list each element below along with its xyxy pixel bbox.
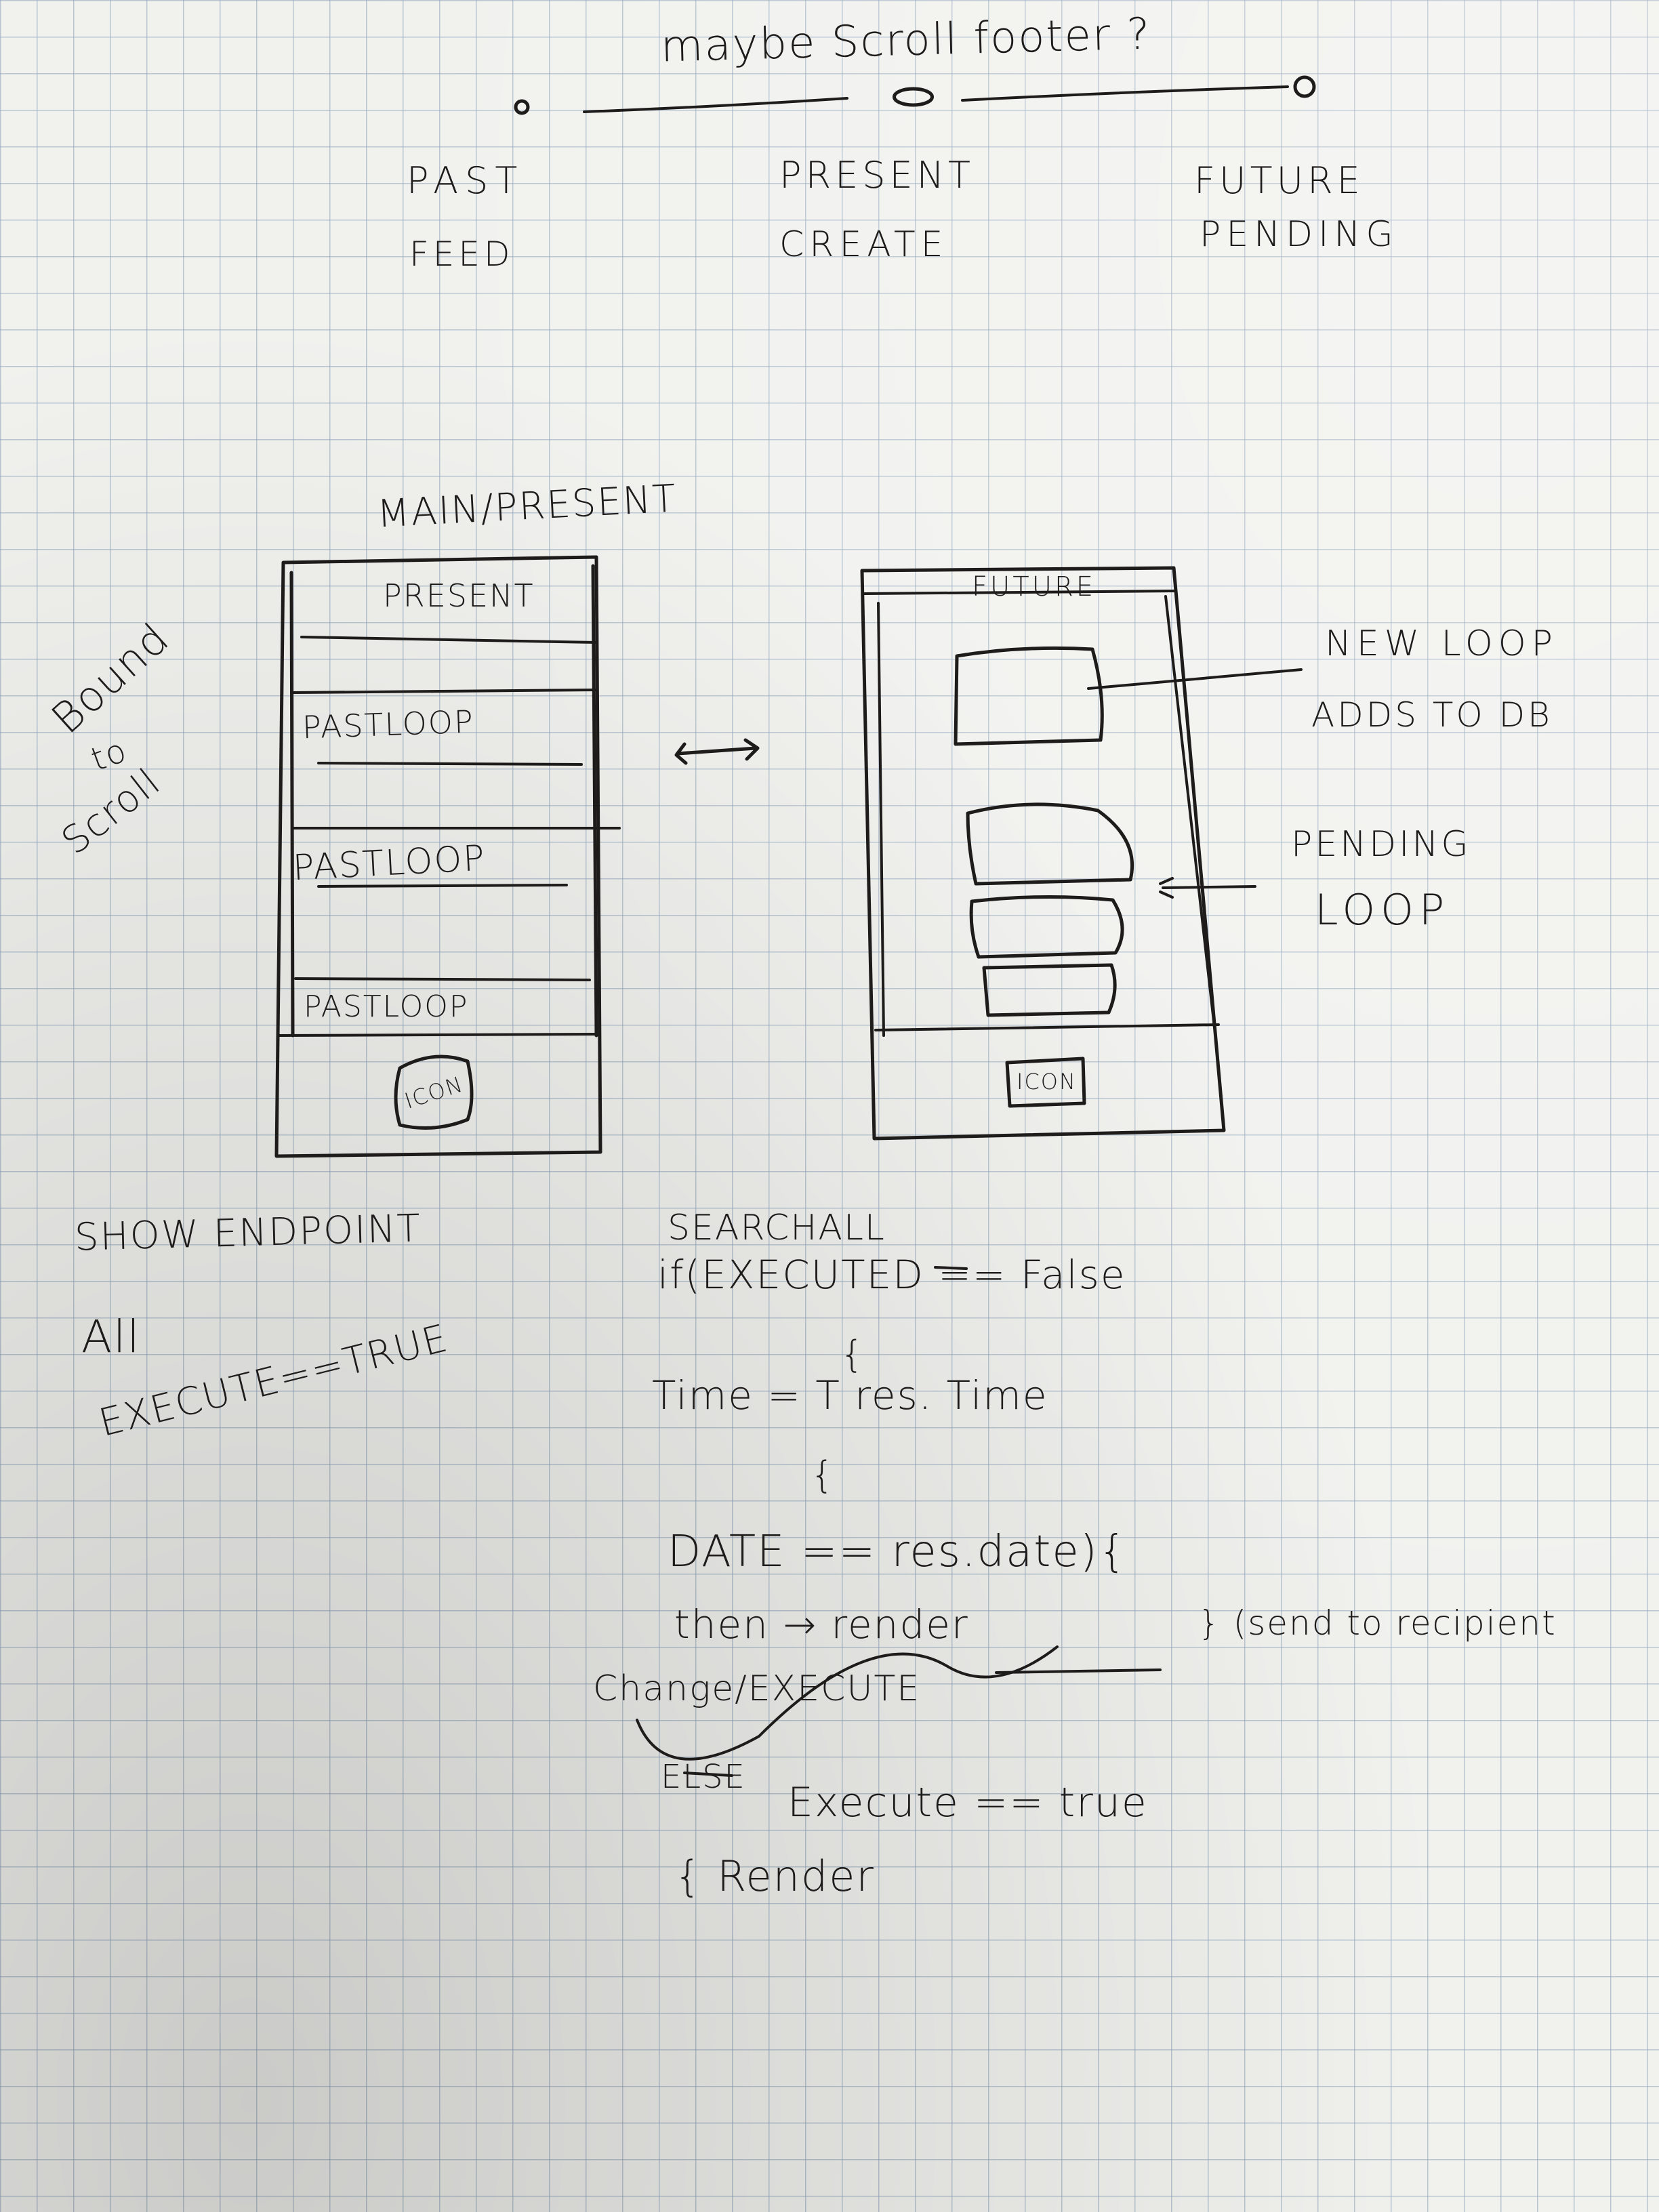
annotation-pending: PENDING [1291, 824, 1471, 865]
column-future-sub: PENDING [1200, 214, 1399, 255]
future-footer-divider [874, 1023, 1220, 1031]
main-inner-right [591, 564, 598, 1038]
else-strike [683, 1771, 733, 1777]
future-inner-right [1164, 595, 1216, 1029]
main-screen-header: PRESENT [383, 577, 535, 614]
main-phone-frame [274, 555, 621, 1158]
main-row-1: PASTLOOP [302, 703, 475, 746]
future-header-divider [863, 590, 1175, 595]
code-line-2: if(EXECUTED == False [657, 1252, 1126, 1298]
main-header-divider [300, 636, 598, 644]
code-line-7: ELSE [661, 1758, 746, 1796]
future-phone-outline [860, 566, 1226, 1141]
scroll-slider [514, 75, 1316, 115]
code-line-5b: } (send to recipient [1198, 1603, 1557, 1643]
future-inner-left [877, 602, 885, 1037]
main-icon-box[interactable] [394, 1054, 474, 1130]
main-row-divider-3 [294, 977, 591, 981]
page-title: maybe Scroll footer ? [660, 9, 1152, 73]
code-line-6: Change/EXECUTE [593, 1668, 921, 1709]
main-row-divider-1 [291, 689, 598, 694]
column-past-sub: FEED [409, 234, 514, 274]
render-underline [995, 1668, 1162, 1674]
code-line-8: Execute == true [787, 1779, 1148, 1826]
slider-start-knob [514, 99, 530, 115]
code-brace-2: { [811, 1454, 836, 1496]
swap-arrow [674, 738, 760, 765]
main-row-underline-1 [317, 762, 583, 766]
column-present-sub: CREATE [779, 224, 949, 265]
pending-loop-card-2[interactable] [969, 895, 1124, 959]
annotation-new-loop: NEW LOOP [1325, 623, 1559, 664]
slider-end-knob [1293, 75, 1316, 98]
column-present-label: PRESENT [779, 154, 975, 197]
pending-loop-leader [1159, 877, 1256, 899]
annotation-loop: LOOP [1315, 885, 1450, 935]
column-past-label: PAST [407, 159, 525, 202]
code-brace-1: { [840, 1333, 865, 1376]
note-all: All [81, 1311, 141, 1363]
execute-squiggle [636, 1645, 1059, 1761]
new-loop-leader [1087, 668, 1303, 690]
column-future-label: FUTURE [1194, 159, 1364, 202]
code-line-4: DATE == res.date){ [668, 1527, 1128, 1577]
slider-track-left [583, 97, 848, 113]
future-icon-label: ICON [1017, 1069, 1077, 1094]
future-phone-frame [860, 566, 1226, 1141]
executed-strike [934, 1266, 968, 1270]
pending-loop-card-3[interactable] [982, 963, 1117, 1017]
pending-loop-card-1[interactable] [966, 802, 1134, 886]
code-line-3: Time = T res. Time [652, 1372, 1048, 1418]
main-footer-divider [278, 1033, 598, 1037]
future-icon-box[interactable] [1005, 1057, 1086, 1108]
note-show-endpoint: SHOW ENDPOINT [74, 1206, 422, 1260]
new-loop-box[interactable] [954, 646, 1104, 746]
code-line-9: { Render [674, 1851, 875, 1901]
main-row-3: PASTLOOP [304, 989, 469, 1024]
main-phone-outline [274, 555, 602, 1158]
annotation-adds-to-db: ADDS TO DB [1311, 695, 1553, 735]
code-line-5: then → render [674, 1601, 969, 1647]
code-line-1: SEARCHALL [668, 1208, 886, 1248]
main-row-2: PASTLOOP [291, 838, 487, 889]
main-inner-left [289, 571, 295, 1038]
future-screen-header: FUTURE [972, 571, 1097, 602]
slider-track-right [961, 85, 1289, 102]
slider-thumb[interactable] [893, 87, 934, 107]
main-row-underline-2 [317, 884, 568, 888]
